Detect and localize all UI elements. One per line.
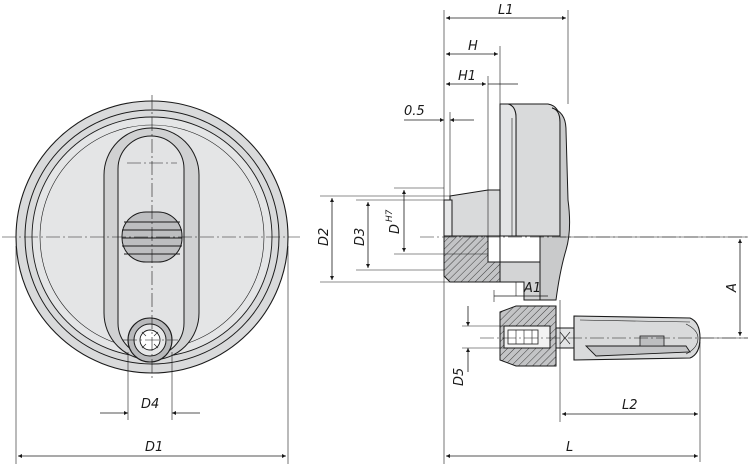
label-d2: D2 [317,228,332,246]
hub-bore-recess [487,235,501,263]
hub-front-face [443,199,453,237]
label-l: L [566,440,573,455]
hub-boss [449,189,501,237]
label-d-tolerance: H7 [385,209,395,222]
label-d4: D4 [141,397,159,412]
label-d1: D1 [145,440,163,455]
label-a1: A1 [523,281,541,296]
label-l1: L1 [498,3,514,18]
wheel-lower-section [499,261,541,301]
label-l2: L2 [622,398,638,413]
wheel-face-edge [499,103,517,237]
label-d3: D3 [353,228,368,246]
label-h1: H1 [458,69,476,84]
label-d: D [388,224,403,234]
label-a: A [725,283,740,293]
wheel-rim-profile [539,107,571,301]
label-d5: D5 [452,368,467,386]
front-view: D4 D1 [2,95,300,464]
handle-pin [507,329,539,345]
side-view: L1 H H1 0.5 D2 D3 D H7 A [317,3,748,464]
label-gap: 0.5 [404,104,425,119]
crank-grip-insert [639,335,665,347]
label-h: H [468,39,478,54]
